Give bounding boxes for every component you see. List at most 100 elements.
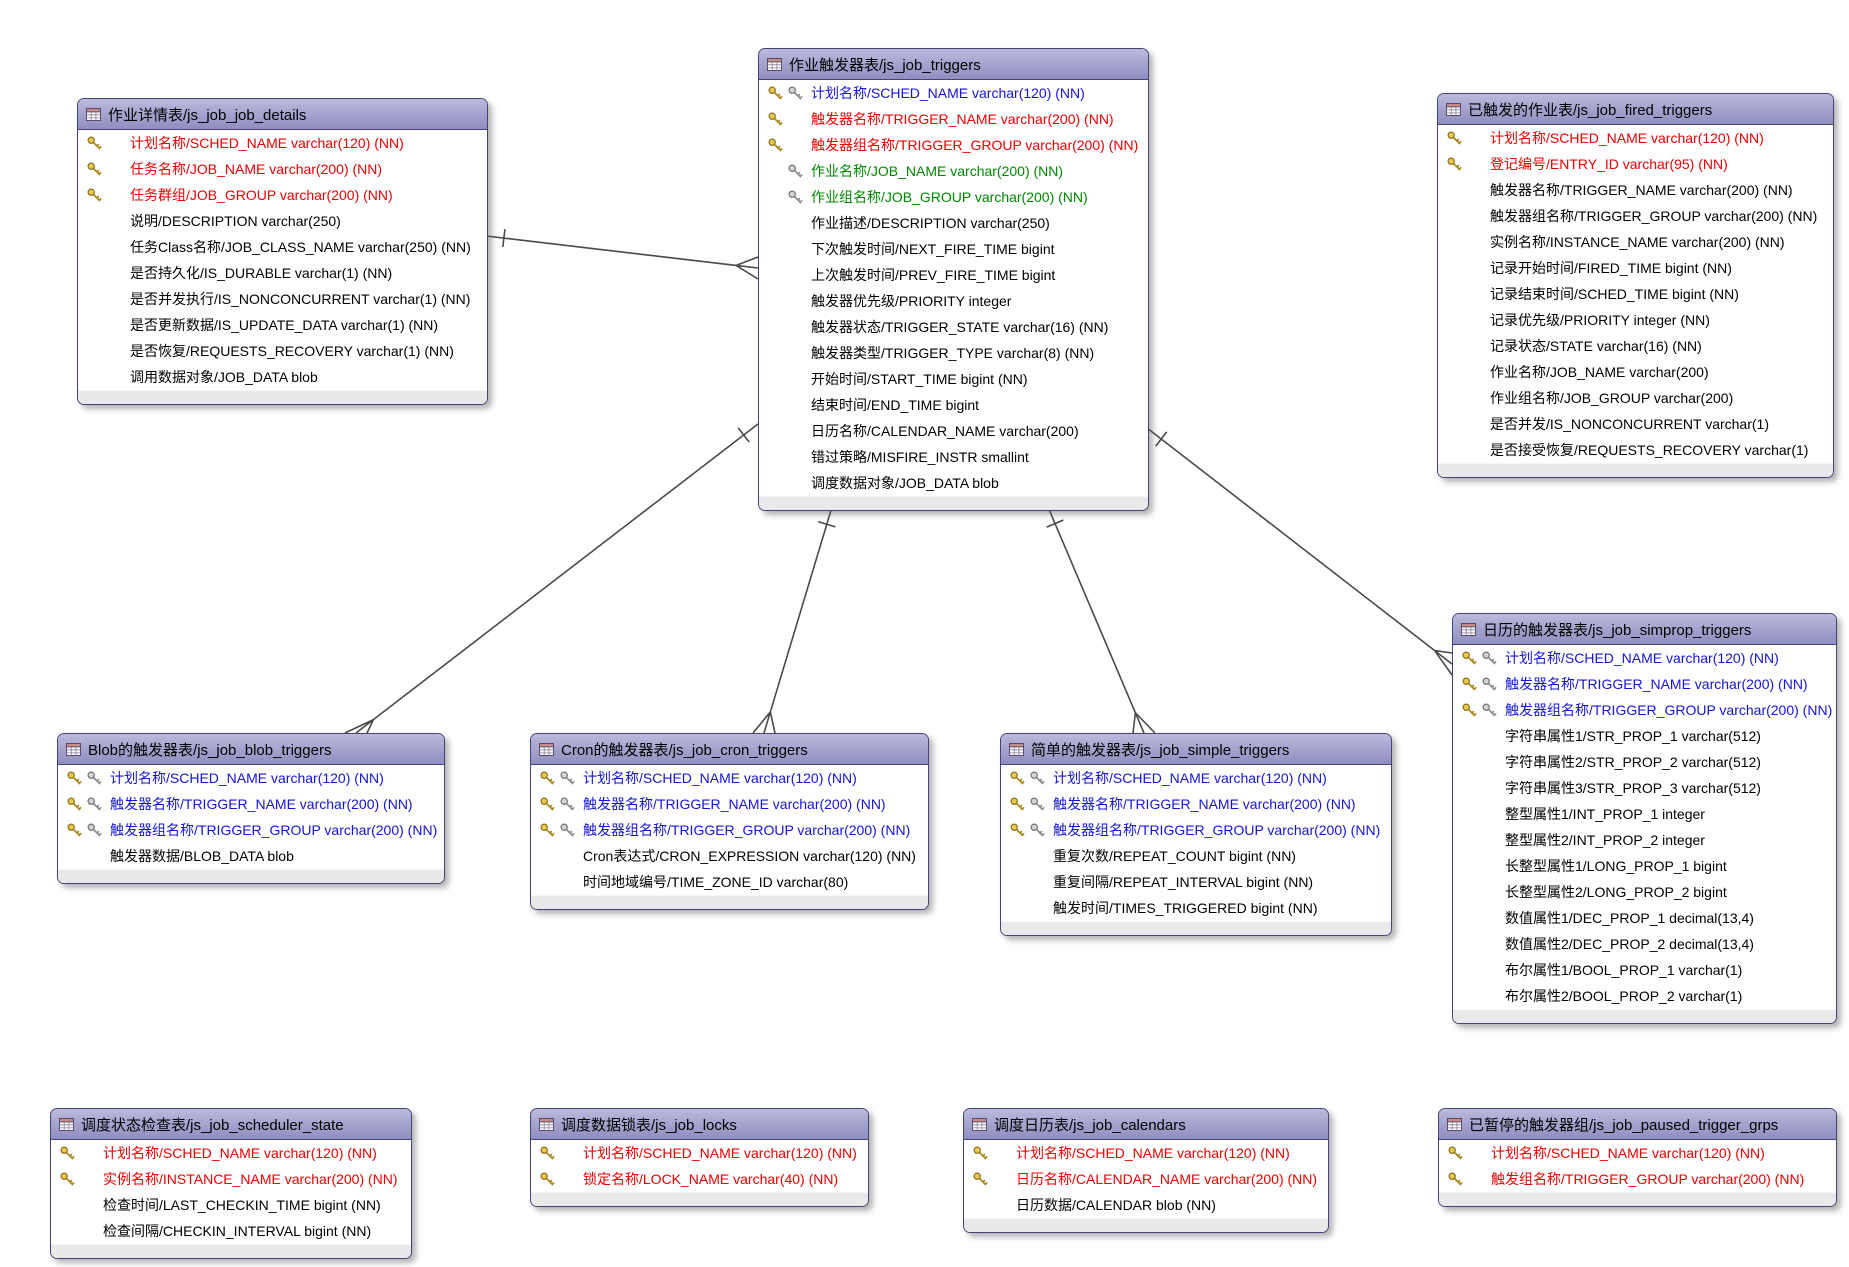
table-field-row[interactable]: 计划名称/SCHED_NAME varchar(120) (NN) <box>51 1140 411 1166</box>
table-field-row[interactable]: 计划名称/SCHED_NAME varchar(120) (NN) <box>78 130 487 156</box>
table-field-row[interactable]: 作业名称/JOB_NAME varchar(200) <box>1438 359 1833 385</box>
table-field-row[interactable]: 是否持久化/IS_DURABLE varchar(1) (NN) <box>78 260 487 286</box>
table-field-row[interactable]: 记录优先级/PRIORITY integer (NN) <box>1438 307 1833 333</box>
table-field-row[interactable]: 计划名称/SCHED_NAME varchar(120) (NN) <box>531 1140 868 1166</box>
table-field-row[interactable]: 长整型属性1/LONG_PROP_1 bigint <box>1453 853 1836 879</box>
table-field-row[interactable]: 记录开始时间/FIRED_TIME bigint (NN) <box>1438 255 1833 281</box>
table-field-row[interactable]: 触发器状态/TRIGGER_STATE varchar(16) (NN) <box>759 314 1148 340</box>
table-field-row[interactable]: 布尔属性2/BOOL_PROP_2 varchar(1) <box>1453 983 1836 1009</box>
table-field-row[interactable]: 检查间隔/CHECKIN_INTERVAL bigint (NN) <box>51 1218 411 1244</box>
table-field-row[interactable]: 任务名称/JOB_NAME varchar(200) (NN) <box>78 156 487 182</box>
table-field-row[interactable]: 开始时间/START_TIME bigint (NN) <box>759 366 1148 392</box>
table-field-row[interactable]: 重复次数/REPEAT_COUNT bigint (NN) <box>1001 843 1391 869</box>
table-field-row[interactable]: 作业组名称/JOB_GROUP varchar(200) (NN) <box>759 184 1148 210</box>
table-field-row[interactable]: 计划名称/SCHED_NAME varchar(120) (NN) <box>531 765 928 791</box>
table-js_job_paused_trigger_grps[interactable]: 已暂停的触发器组/js_job_paused_trigger_grps 计划名称… <box>1438 1108 1837 1207</box>
table-field-row[interactable]: Cron表达式/CRON_EXPRESSION varchar(120) (NN… <box>531 843 928 869</box>
table-field-row[interactable]: 时间地域编号/TIME_ZONE_ID varchar(80) <box>531 869 928 895</box>
table-field-row[interactable]: 上次触发时间/PREV_FIRE_TIME bigint <box>759 262 1148 288</box>
table-header: 日历的触发器表/js_job_simprop_triggers <box>1453 614 1836 645</box>
table-field-row[interactable]: 整型属性1/INT_PROP_1 integer <box>1453 801 1836 827</box>
table-field-row[interactable]: 计划名称/SCHED_NAME varchar(120) (NN) <box>1001 765 1391 791</box>
table-field-row[interactable]: 触发器名称/TRIGGER_NAME varchar(200) (NN) <box>531 791 928 817</box>
table-field-row[interactable]: 触发组名称/TRIGGER_GROUP varchar(200) (NN) <box>1439 1166 1836 1192</box>
table-field-row[interactable]: 计划名称/SCHED_NAME varchar(120) (NN) <box>1453 645 1836 671</box>
table-field-row[interactable]: 调度数据对象/JOB_DATA blob <box>759 470 1148 496</box>
table-field-row[interactable]: 触发器名称/TRIGGER_NAME varchar(200) (NN) <box>1453 671 1836 697</box>
table-js_job_simprop_triggers[interactable]: 日历的触发器表/js_job_simprop_triggers 计划名称/SCH… <box>1452 613 1837 1024</box>
table-field-list: 计划名称/SCHED_NAME varchar(120) (NN) 任务名称/J… <box>78 130 487 390</box>
table-field-row[interactable]: 触发器类型/TRIGGER_TYPE varchar(8) (NN) <box>759 340 1148 366</box>
table-field-row[interactable]: 登记编号/ENTRY_ID varchar(95) (NN) <box>1438 151 1833 177</box>
table-field-row[interactable]: 触发器组名称/TRIGGER_GROUP varchar(200) (NN) <box>531 817 928 843</box>
table-js_job_locks[interactable]: 调度数据锁表/js_job_locks 计划名称/SCHED_NAME varc… <box>530 1108 869 1207</box>
table-field-row[interactable]: 触发器名称/TRIGGER_NAME varchar(200) (NN) <box>1001 791 1391 817</box>
table-field-row[interactable]: 实例名称/INSTANCE_NAME varchar(200) (NN) <box>1438 229 1833 255</box>
field-label: 日历数据/CALENDAR blob (NN) <box>1016 1197 1216 1213</box>
table-field-row[interactable]: 检查时间/LAST_CHECKIN_TIME bigint (NN) <box>51 1192 411 1218</box>
table-field-row[interactable]: 结束时间/END_TIME bigint <box>759 392 1148 418</box>
table-field-row[interactable]: 是否接受恢复/REQUESTS_RECOVERY varchar(1) <box>1438 437 1833 463</box>
table-header: 调度数据锁表/js_job_locks <box>531 1109 868 1140</box>
table-field-row[interactable]: 布尔属性1/BOOL_PROP_1 varchar(1) <box>1453 957 1836 983</box>
table-js_job_calendars[interactable]: 调度日历表/js_job_calendars 计划名称/SCHED_NAME v… <box>963 1108 1329 1233</box>
table-field-row[interactable]: 计划名称/SCHED_NAME varchar(120) (NN) <box>964 1140 1328 1166</box>
primary-key-icon <box>973 1172 988 1186</box>
table-field-row[interactable]: 触发器组名称/TRIGGER_GROUP varchar(200) (NN) <box>58 817 444 843</box>
table-field-row[interactable]: 记录结束时间/SCHED_TIME bigint (NN) <box>1438 281 1833 307</box>
table-js_job_cron_triggers[interactable]: Cron的触发器表/js_job_cron_triggers 计划名称/SCHE… <box>530 733 929 910</box>
table-field-row[interactable]: 任务Class名称/JOB_CLASS_NAME varchar(250) (N… <box>78 234 487 260</box>
table-field-row[interactable]: 触发器数据/BLOB_DATA blob <box>58 843 444 869</box>
table-field-row[interactable]: 触发器组名称/TRIGGER_GROUP varchar(200) (NN) <box>1001 817 1391 843</box>
table-field-row[interactable]: 字符串属性2/STR_PROP_2 varchar(512) <box>1453 749 1836 775</box>
table-js_job_blob_triggers[interactable]: Blob的触发器表/js_job_blob_triggers 计划名称/SCHE… <box>57 733 445 884</box>
table-js_job_job_details[interactable]: 作业详情表/js_job_job_details 计划名称/SCHED_NAME… <box>77 98 488 405</box>
table-field-row[interactable]: 触发器组名称/TRIGGER_GROUP varchar(200) (NN) <box>1453 697 1836 723</box>
table-field-row[interactable]: 作业描述/DESCRIPTION varchar(250) <box>759 210 1148 236</box>
table-field-row[interactable]: 计划名称/SCHED_NAME varchar(120) (NN) <box>1439 1140 1836 1166</box>
table-field-row[interactable]: 锁定名称/LOCK_NAME varchar(40) (NN) <box>531 1166 868 1192</box>
table-field-row[interactable]: 调用数据对象/JOB_DATA blob <box>78 364 487 390</box>
field-label: 作业描述/DESCRIPTION varchar(250) <box>811 215 1050 231</box>
table-field-row[interactable]: 计划名称/SCHED_NAME varchar(120) (NN) <box>1438 125 1833 151</box>
table-field-row[interactable]: 触发器组名称/TRIGGER_GROUP varchar(200) (NN) <box>759 132 1148 158</box>
table-field-row[interactable]: 数值属性2/DEC_PROP_2 decimal(13,4) <box>1453 931 1836 957</box>
table-field-row[interactable]: 下次触发时间/NEXT_FIRE_TIME bigint <box>759 236 1148 262</box>
table-field-row[interactable]: 记录状态/STATE varchar(16) (NN) <box>1438 333 1833 359</box>
table-field-row[interactable]: 触发器名称/TRIGGER_NAME varchar(200) (NN) <box>1438 177 1833 203</box>
table-field-row[interactable]: 计划名称/SCHED_NAME varchar(120) (NN) <box>759 80 1148 106</box>
table-field-row[interactable]: 字符串属性1/STR_PROP_1 varchar(512) <box>1453 723 1836 749</box>
table-js_job_simple_triggers[interactable]: 简单的触发器表/js_job_simple_triggers 计划名称/SCHE… <box>1000 733 1392 936</box>
table-field-row[interactable]: 触发器名称/TRIGGER_NAME varchar(200) (NN) <box>759 106 1148 132</box>
table-field-row[interactable]: 日历名称/CALENDAR_NAME varchar(200) (NN) <box>964 1166 1328 1192</box>
table-field-row[interactable]: 任务群组/JOB_GROUP varchar(200) (NN) <box>78 182 487 208</box>
table-field-row[interactable]: 数值属性1/DEC_PROP_1 decimal(13,4) <box>1453 905 1836 931</box>
table-field-row[interactable]: 触发器优先级/PRIORITY integer <box>759 288 1148 314</box>
table-field-row[interactable]: 触发器名称/TRIGGER_NAME varchar(200) (NN) <box>58 791 444 817</box>
table-field-row[interactable]: 作业组名称/JOB_GROUP varchar(200) <box>1438 385 1833 411</box>
primary-key-icon <box>60 1172 75 1186</box>
table-field-row[interactable]: 整型属性2/INT_PROP_2 integer <box>1453 827 1836 853</box>
table-field-row[interactable]: 日历数据/CALENDAR blob (NN) <box>964 1192 1328 1218</box>
table-field-row[interactable]: 是否恢复/REQUESTS_RECOVERY varchar(1) (NN) <box>78 338 487 364</box>
table-field-row[interactable]: 重复间隔/REPEAT_INTERVAL bigint (NN) <box>1001 869 1391 895</box>
table-field-row[interactable]: 是否并发执行/IS_NONCONCURRENT varchar(1) (NN) <box>78 286 487 312</box>
table-field-row[interactable]: 日历名称/CALENDAR_NAME varchar(200) <box>759 418 1148 444</box>
field-label: 是否接受恢复/REQUESTS_RECOVERY varchar(1) <box>1490 442 1809 458</box>
table-field-row[interactable]: 触发器组名称/TRIGGER_GROUP varchar(200) (NN) <box>1438 203 1833 229</box>
table-field-row[interactable]: 触发时间/TIMES_TRIGGERED bigint (NN) <box>1001 895 1391 921</box>
table-js_job_fired_triggers[interactable]: 已触发的作业表/js_job_fired_triggers 计划名称/SCHED… <box>1437 93 1834 478</box>
table-field-row[interactable]: 实例名称/INSTANCE_NAME varchar(200) (NN) <box>51 1166 411 1192</box>
table-title: 作业详情表/js_job_job_details <box>108 106 307 124</box>
table-field-row[interactable]: 错过策略/MISFIRE_INSTR smallint <box>759 444 1148 470</box>
table-field-row[interactable]: 说明/DESCRIPTION varchar(250) <box>78 208 487 234</box>
table-field-row[interactable]: 是否更新数据/IS_UPDATE_DATA varchar(1) (NN) <box>78 312 487 338</box>
table-field-row[interactable]: 计划名称/SCHED_NAME varchar(120) (NN) <box>58 765 444 791</box>
table-js_job_scheduler_state[interactable]: 调度状态检查表/js_job_scheduler_state 计划名称/SCHE… <box>50 1108 412 1259</box>
table-field-list: 计划名称/SCHED_NAME varchar(120) (NN) 触发器名称/… <box>58 765 444 869</box>
table-js_job_triggers[interactable]: 作业触发器表/js_job_triggers 计划名称/SCHED_NAME v… <box>758 48 1149 511</box>
table-field-row[interactable]: 长整型属性2/LONG_PROP_2 bigint <box>1453 879 1836 905</box>
table-field-row[interactable]: 是否并发/IS_NONCONCURRENT varchar(1) <box>1438 411 1833 437</box>
table-field-row[interactable]: 作业名称/JOB_NAME varchar(200) (NN) <box>759 158 1148 184</box>
table-field-row[interactable]: 字符串属性3/STR_PROP_3 varchar(512) <box>1453 775 1836 801</box>
